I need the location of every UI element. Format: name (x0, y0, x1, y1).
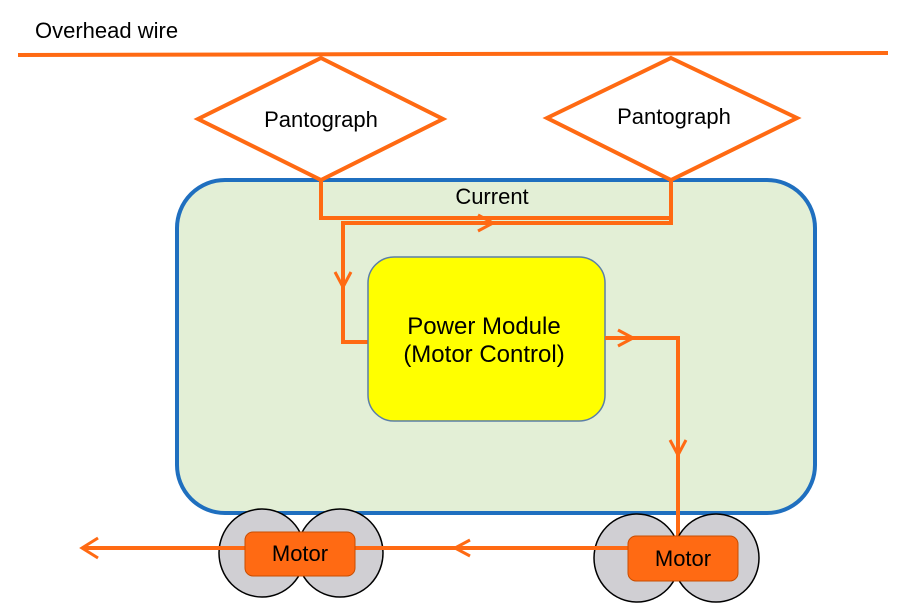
overhead-wire-label: Overhead wire (35, 18, 178, 43)
output-arrow-right (617, 328, 637, 348)
motor-right-label: Motor (655, 546, 711, 571)
module-output-line (605, 336, 680, 545)
pantograph-right-label: Pantograph (617, 104, 731, 129)
pantograph-left-label: Pantograph (264, 107, 378, 132)
return-arrow-end (79, 536, 99, 560)
motor-left (244, 531, 356, 577)
output-arrow-down (668, 439, 688, 459)
power-module-label-line1: Power Module (407, 313, 560, 340)
current-collector-bus (319, 180, 673, 220)
motor-right (627, 535, 739, 582)
overhead-wire (17, 51, 889, 57)
motor-left-label: Motor (272, 541, 328, 566)
power-module-label-line2: (Motor Control) (403, 341, 564, 368)
current-arrow-down (333, 271, 353, 291)
current-feed-line (341, 218, 673, 344)
current-label: Current (455, 184, 528, 209)
current-arrow-left (477, 213, 497, 233)
return-arrow-mid (451, 538, 471, 558)
